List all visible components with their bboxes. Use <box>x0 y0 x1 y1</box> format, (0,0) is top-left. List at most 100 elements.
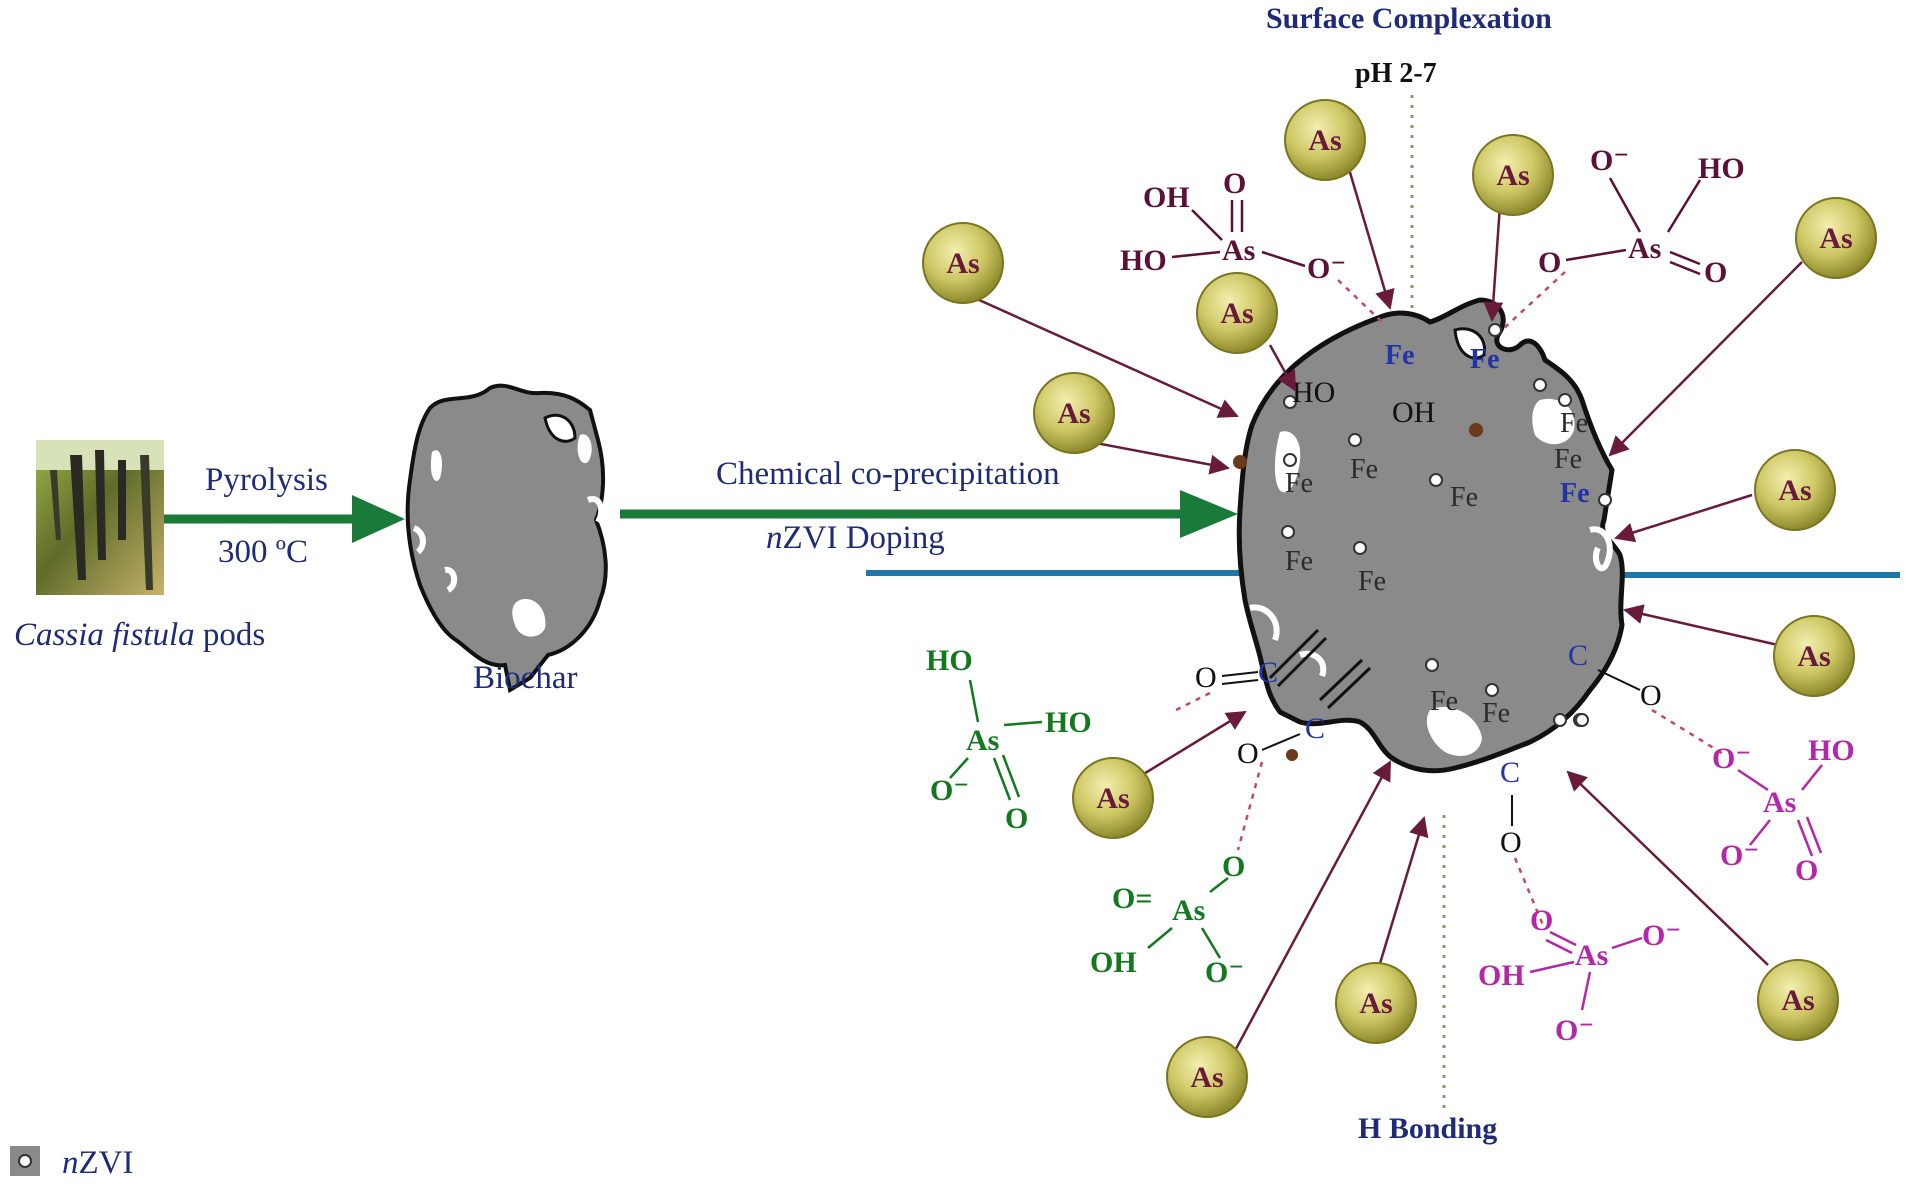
o-group: O <box>1237 737 1259 770</box>
svg-text:As: As <box>1057 397 1090 430</box>
pyrolysis-label: Pyrolysis <box>205 462 328 498</box>
fe-label: Fe <box>1560 408 1588 439</box>
svg-text:O⁻: O⁻ <box>1555 1014 1594 1047</box>
molecule-top-left: OH O HO As O⁻ <box>1120 167 1346 285</box>
as-particle: As <box>1196 272 1278 354</box>
legend: nZVI <box>10 1145 133 1181</box>
svg-text:O⁻: O⁻ <box>1642 919 1681 952</box>
fe-label: Fe <box>1482 698 1510 729</box>
doping-label: nZVI Doping <box>766 520 945 556</box>
svg-text:O⁻: O⁻ <box>1712 742 1751 775</box>
svg-text:As: As <box>1575 939 1608 972</box>
fe-label: Fe <box>1350 454 1378 485</box>
svg-text:O: O <box>1704 256 1727 289</box>
c-group: C <box>1305 712 1325 745</box>
as-particle: As <box>1757 959 1839 1041</box>
svg-text:As: As <box>1096 782 1129 815</box>
fe-labels: Fe Fe Fe Fe Fe Fe Fe Fe Fe Fe Fe Fe <box>1285 340 1590 729</box>
h-bonding-label: H Bonding <box>1358 1112 1497 1145</box>
as-particle: As <box>1335 962 1417 1044</box>
h-bond-lines <box>1175 271 1726 931</box>
svg-text:As: As <box>1308 124 1341 157</box>
as-particle: As <box>922 222 1004 304</box>
as-particles: As As As As As As As As As As As As <box>922 99 1877 1118</box>
svg-text:HO: HO <box>1120 244 1167 277</box>
as-particle: As <box>1754 449 1836 531</box>
svg-text:O: O <box>1222 850 1245 883</box>
fe-blue-label: Fe <box>1385 340 1415 371</box>
svg-text:HO: HO <box>1045 706 1092 739</box>
coprecip-arrow-head <box>1180 490 1238 538</box>
svg-text:As: As <box>966 724 999 757</box>
fe-label: Fe <box>1285 468 1313 499</box>
svg-text:As: As <box>1797 640 1830 673</box>
molecule-bottom-magenta: O As O⁻ OH O⁻ <box>1478 904 1681 1047</box>
svg-text:As: As <box>1778 474 1811 507</box>
svg-text:As: As <box>1220 297 1253 330</box>
svg-text:O⁻: O⁻ <box>1205 956 1244 989</box>
cassia-pods-image <box>36 440 164 595</box>
fe-label: Fe <box>1554 444 1582 475</box>
svg-text:O: O <box>1223 167 1246 200</box>
as-arrows <box>967 168 1803 1061</box>
svg-text:O⁻: O⁻ <box>930 774 969 807</box>
svg-text:O⁻: O⁻ <box>1720 839 1759 872</box>
as-particle: As <box>1472 134 1554 216</box>
molecule-right-magenta: O⁻ HO As O⁻ O <box>1712 734 1855 887</box>
brown-dots <box>1233 423 1483 761</box>
svg-text:O: O <box>1795 854 1818 887</box>
svg-text:HO: HO <box>926 644 973 677</box>
svg-text:As: As <box>1190 1061 1223 1094</box>
svg-text:O: O <box>1530 904 1553 937</box>
as-particle: As <box>1795 197 1877 279</box>
svg-text:O: O <box>1005 802 1028 835</box>
o-group: O <box>1195 661 1217 694</box>
svg-text:As: As <box>1359 987 1392 1020</box>
biochar-label: Biochar <box>473 660 577 696</box>
c-group: C <box>1500 756 1520 789</box>
nzvi-legend-icon <box>18 1154 32 1168</box>
svg-text:As: As <box>1496 159 1529 192</box>
fe-blue-label: Fe <box>1560 478 1590 509</box>
fe-blue-label: Fe <box>1470 344 1500 375</box>
pyrolysis-arrow-head <box>352 495 405 543</box>
svg-text:As: As <box>946 247 979 280</box>
svg-text:O: O <box>1538 246 1561 279</box>
molecule-left-green: HO As HO O⁻ O <box>926 644 1092 835</box>
as-particle: As <box>1284 99 1366 181</box>
ph-range-label: pH 2-7 <box>1355 58 1437 89</box>
svg-text:As: As <box>1763 786 1796 819</box>
svg-text:As: As <box>1172 894 1205 927</box>
biochar-particle <box>405 383 608 694</box>
o-group: O <box>1640 679 1662 712</box>
oh-group: OH <box>1392 396 1435 429</box>
ho-group: HO <box>1292 376 1335 409</box>
svg-text:OH: OH <box>1143 181 1190 214</box>
fe-label: Fe <box>1430 686 1458 717</box>
as-particle: As <box>1072 757 1154 839</box>
temperature-label: 300 ºC <box>218 534 308 570</box>
svg-text:OH: OH <box>1090 946 1137 979</box>
legend-label: nZVI <box>62 1145 133 1181</box>
fe-label: Fe <box>1358 566 1386 597</box>
source-label: Cassia fistula pods <box>14 617 265 653</box>
doped-biochar-particle <box>1236 297 1625 774</box>
process-label: Chemical co-precipitation <box>716 456 1060 492</box>
as-particle: As <box>1166 1036 1248 1118</box>
c-group: C <box>1258 656 1278 689</box>
as-particle: As <box>1773 615 1855 697</box>
c-group: C <box>1568 639 1588 672</box>
svg-text:O⁻: O⁻ <box>1590 144 1629 177</box>
svg-text:O⁻: O⁻ <box>1307 252 1346 285</box>
svg-text:HO: HO <box>1808 734 1855 767</box>
molecule-bottom-green: O= As O OH O⁻ <box>1090 850 1245 989</box>
svg-text:O=: O= <box>1112 882 1152 915</box>
svg-text:As: As <box>1222 234 1255 267</box>
svg-text:As: As <box>1819 222 1852 255</box>
svg-text:As: As <box>1781 984 1814 1017</box>
svg-text:As: As <box>1628 232 1661 265</box>
fe-label: Fe <box>1285 546 1313 577</box>
svg-text:HO: HO <box>1698 152 1745 185</box>
